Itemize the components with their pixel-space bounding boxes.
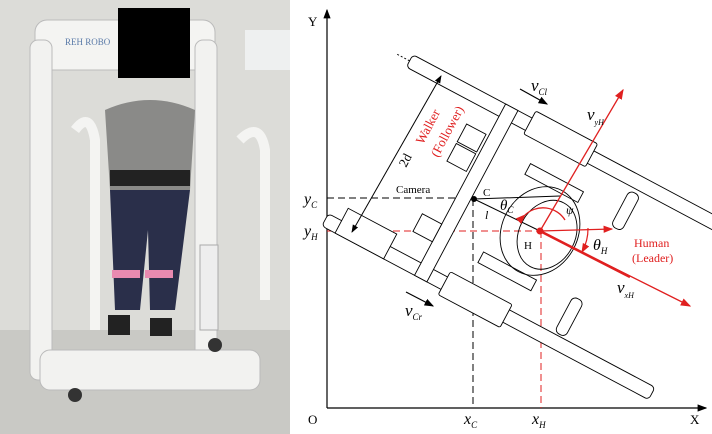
length-l-line [473,198,541,232]
walker-schematic [322,53,712,399]
origin-label: O [308,412,317,427]
v-xh-label: vxH [617,278,635,300]
v-yh-label: vyH [587,105,605,127]
distance-2d-arrow [351,75,442,233]
y-axis-label: Y [308,14,318,29]
v-yh-arrow [539,88,624,232]
theta-c-label: θC [500,198,514,215]
yh-label: yH [302,223,318,242]
x-axis-label: X [690,412,700,427]
face-redaction [118,8,190,78]
length-l-label: l [485,208,489,222]
device-logo: REH ROBO [65,37,111,47]
point-c-label: C [483,187,490,199]
x-direction-arrow [539,225,614,233]
theta-h-arc [581,227,590,254]
point-h-label: H [524,240,532,252]
v-cr-label: vCr [405,301,423,322]
psi-arc [515,207,566,225]
human-label: Human [634,236,669,250]
leader-label: (Leader) [632,251,673,265]
v-cr-arrow [405,291,435,307]
walker-photo: REH ROBO [0,0,290,434]
distance-2d-label: 2d [395,150,415,169]
xh-label: xH [531,411,546,430]
v-xh-thick [539,229,631,279]
theta-h-label: θH [593,237,608,256]
human-vectors [515,88,692,307]
v-cl-label: vCl [531,76,548,97]
camera-label: Camera [396,184,430,196]
psi-label: ψ [566,203,574,217]
heading-line-c [473,195,561,200]
yc-label: yC [302,191,318,210]
point-h [536,227,544,235]
xc-label: xC [463,411,478,430]
coordinate-axes: O X Y [308,8,708,427]
v-cl-arrow [519,88,549,105]
